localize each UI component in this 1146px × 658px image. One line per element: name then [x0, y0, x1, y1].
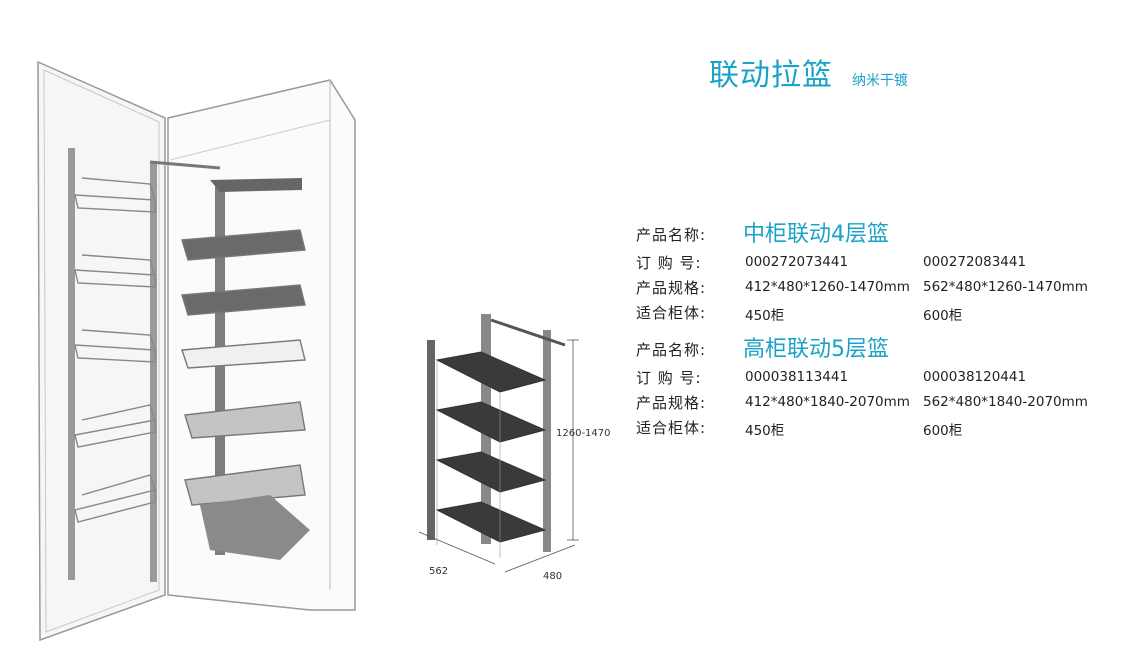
spec-name-row: 产品名称: 高柜联动5层篮: [636, 337, 1116, 367]
width-dimension-label: 562: [429, 566, 448, 577]
value-600: 600柜: [923, 308, 963, 324]
row-label: 产品规格:: [636, 279, 707, 297]
order-number-row: 订 购 号: 000272073441 000272083441: [636, 252, 1116, 277]
basket-dimension-diagram: 1260-1470 562 480: [418, 314, 611, 582]
value-450: 000272073441: [745, 254, 849, 270]
order-number-row: 订 购 号: 000038113441 000038120441: [636, 367, 1116, 392]
size-row: 产品规格: 412*480*1260-1470mm 562*480*1260-1…: [636, 277, 1116, 302]
row-label: 订 购 号:: [636, 369, 702, 387]
product-name: 中柜联动4层篮: [743, 222, 889, 247]
cabinet-row: 适合柜体: 450柜 600柜: [636, 302, 1116, 327]
spec-name-row: 产品名称: 中柜联动4层篮: [636, 222, 1116, 252]
value-600: 562*480*1260-1470mm: [923, 279, 1088, 295]
name-label: 产品名称:: [636, 341, 707, 359]
page-title: 联动拉篮: [709, 58, 833, 93]
value-450: 412*480*1840-2070mm: [745, 394, 910, 410]
cabinet-illustration: [37, 60, 356, 642]
value-450: 000038113441: [745, 369, 849, 385]
value-600: 000272083441: [923, 254, 1027, 270]
value-600: 600柜: [923, 423, 963, 439]
page-subtitle: 纳米干镀: [852, 73, 908, 89]
row-label: 订 购 号:: [636, 254, 702, 272]
spec-block-mid: 产品名称: 中柜联动4层篮 订 购 号: 000272073441 000272…: [636, 222, 1116, 327]
value-450: 450柜: [745, 423, 785, 439]
row-label: 适合柜体:: [636, 304, 707, 322]
value-600: 000038120441: [923, 369, 1027, 385]
cabinet-row: 适合柜体: 450柜 600柜: [636, 417, 1116, 442]
size-row: 产品规格: 412*480*1840-2070mm 562*480*1840-2…: [636, 392, 1116, 417]
spec-block-tall: 产品名称: 高柜联动5层篮 订 购 号: 000038113441 000038…: [636, 337, 1116, 442]
row-label: 产品规格:: [636, 394, 707, 412]
row-label: 适合柜体:: [636, 419, 707, 437]
depth-dimension-label: 480: [543, 571, 562, 582]
value-600: 562*480*1840-2070mm: [923, 394, 1088, 410]
name-label: 产品名称:: [636, 226, 707, 244]
height-dimension-label: 1260-1470: [556, 428, 611, 439]
value-450: 450柜: [745, 308, 785, 324]
product-name: 高柜联动5层篮: [743, 337, 889, 362]
value-450: 412*480*1260-1470mm: [745, 279, 910, 295]
